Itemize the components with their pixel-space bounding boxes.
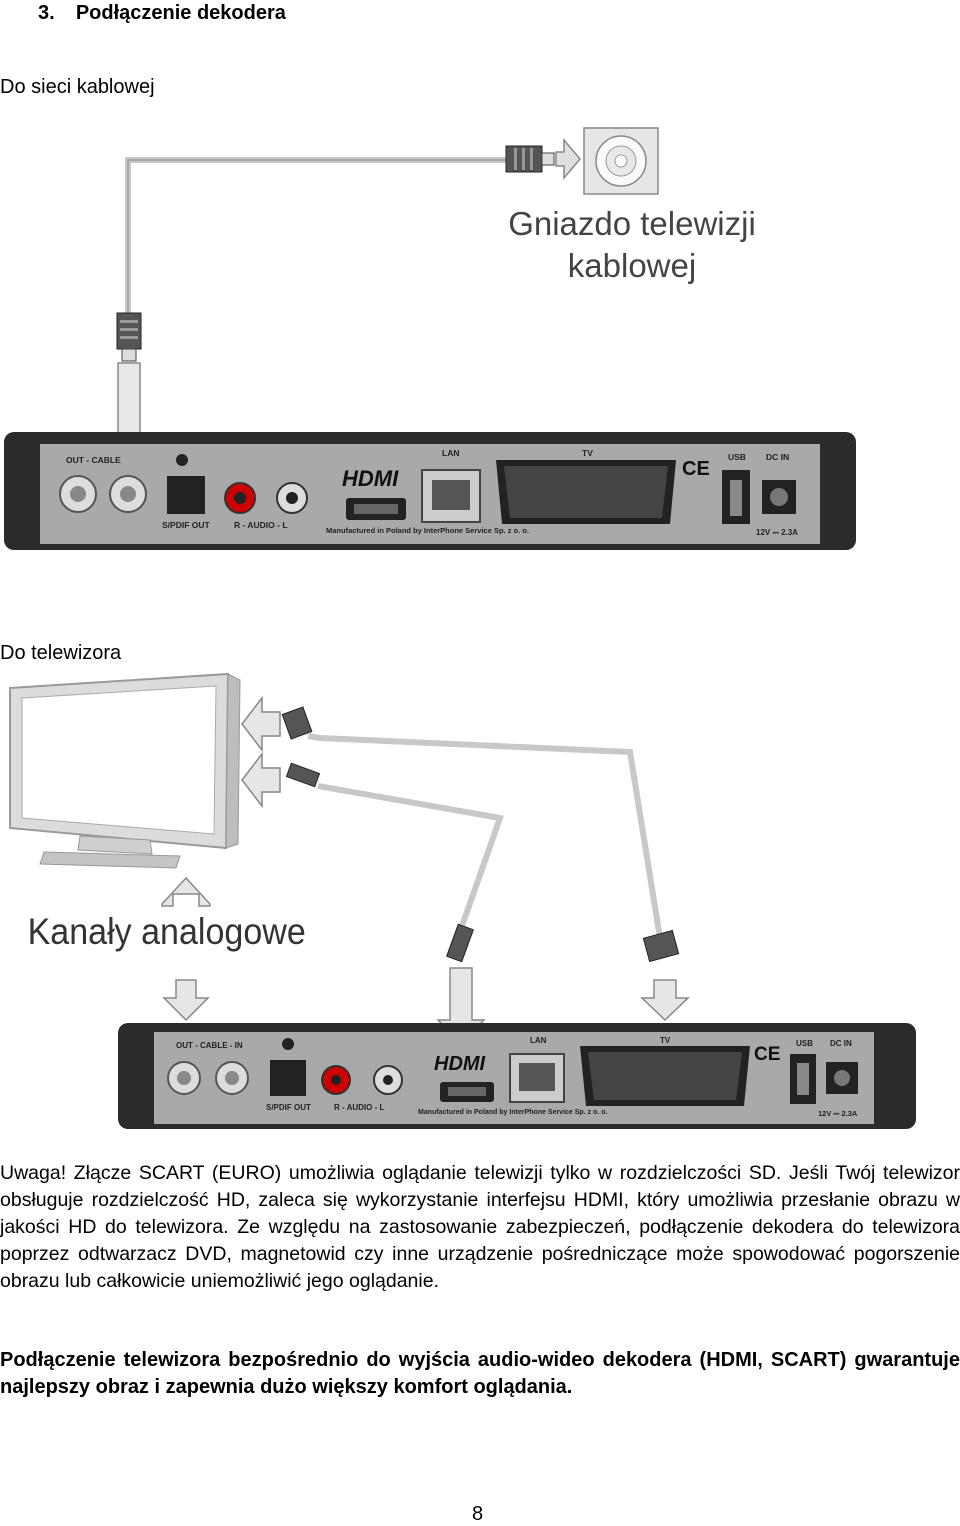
- label-out-cable-in: OUT - CABLE - IN: [176, 1041, 243, 1050]
- arrow-right-icon: [555, 137, 581, 181]
- label-lan: LAN: [442, 448, 459, 458]
- tv-set-icon: [9, 672, 241, 869]
- label-usb-2: USB: [796, 1039, 813, 1048]
- label-audio: R - AUDIO - L: [234, 520, 288, 530]
- hdmi-cable: [317, 783, 505, 927]
- label-usb: USB: [728, 452, 746, 462]
- label-dc-in-2: DC IN: [830, 1039, 852, 1048]
- section-number: 3.: [38, 2, 55, 24]
- label-ce: CE: [682, 458, 710, 480]
- label-dc-in: DC IN: [766, 452, 789, 462]
- label-hdmi: HDMI: [342, 466, 399, 491]
- arrow-up-icon: [161, 876, 211, 907]
- coax-plug-bottom: [116, 312, 142, 362]
- arrow-left-icon-2: [241, 751, 281, 809]
- analog-channels-label: Kanały analogowe: [28, 911, 306, 953]
- label-manufacturer-2: Manufactured in Poland by InterPhone Ser…: [418, 1109, 607, 1116]
- socket-label-line1: Gniazdo telewizji: [508, 205, 756, 242]
- coax-plug-top: [505, 145, 555, 173]
- scart-cable: [307, 733, 663, 939]
- label-hdmi-2: HDMI: [434, 1053, 486, 1075]
- coax-cable: [125, 157, 506, 315]
- figure1-caption: Do sieci kablowej: [0, 76, 155, 98]
- coax-cable-outline: [127, 159, 506, 315]
- label-power-2: 12V ⎓ 2.3A: [818, 1109, 858, 1118]
- label-spdif: S/PDIF OUT: [162, 520, 211, 530]
- socket-label-line2: kablowej: [568, 247, 696, 284]
- arrow-down-icon-1: [162, 979, 210, 1022]
- label-audio-2: R - AUDIO - L: [334, 1103, 384, 1112]
- section-title: Podłączenie dekodera: [75, 2, 286, 24]
- label-lan-2: LAN: [530, 1036, 547, 1045]
- hdmi-plug-device: [446, 923, 474, 963]
- scart-plug-device: [642, 929, 680, 963]
- label-ce-2: CE: [754, 1044, 780, 1065]
- warning-paragraph: Uwaga! Złącze SCART (EURO) umożliwia ogl…: [0, 1162, 960, 1292]
- page-number: 8: [472, 1503, 484, 1525]
- label-out-cable: OUT - CABLE: [66, 455, 121, 465]
- figure2-diagram: Kanały analogowe OUT - CABLE - IN S/PDIF…: [9, 672, 916, 1129]
- hdmi-plug-tv: [285, 762, 321, 788]
- figure2-caption: Do telewizora: [0, 642, 122, 664]
- decoder-back-panel-2: OUT - CABLE - IN S/PDIF OUT R - AUDIO - …: [118, 1023, 916, 1129]
- arrow-down-icon-3: [640, 979, 690, 1022]
- arrow-left-icon: [241, 695, 281, 753]
- decoder-back-panel: OUT - CABLE S/PDIF OUT R - AUDIO - L HDM…: [4, 432, 856, 550]
- label-spdif-2: S/PDIF OUT: [266, 1103, 311, 1112]
- label-power: 12V ⎓ 2.3A: [756, 528, 798, 537]
- section-heading: 3. Podłączenie dekodera: [38, 2, 286, 25]
- label-tv: TV: [582, 448, 593, 458]
- recommendation-paragraph: Podłączenie telewizora bezpośrednio do w…: [0, 1349, 960, 1398]
- label-manufacturer: Manufactured in Poland by InterPhone Ser…: [326, 526, 529, 535]
- figure1-diagram: Gniazdo telewizji kablowej OUT - CABLE S…: [4, 127, 856, 550]
- cable-tv-socket-icon: [583, 127, 659, 195]
- label-tv-2: TV: [660, 1036, 671, 1045]
- scart-plug-tv: [281, 706, 313, 740]
